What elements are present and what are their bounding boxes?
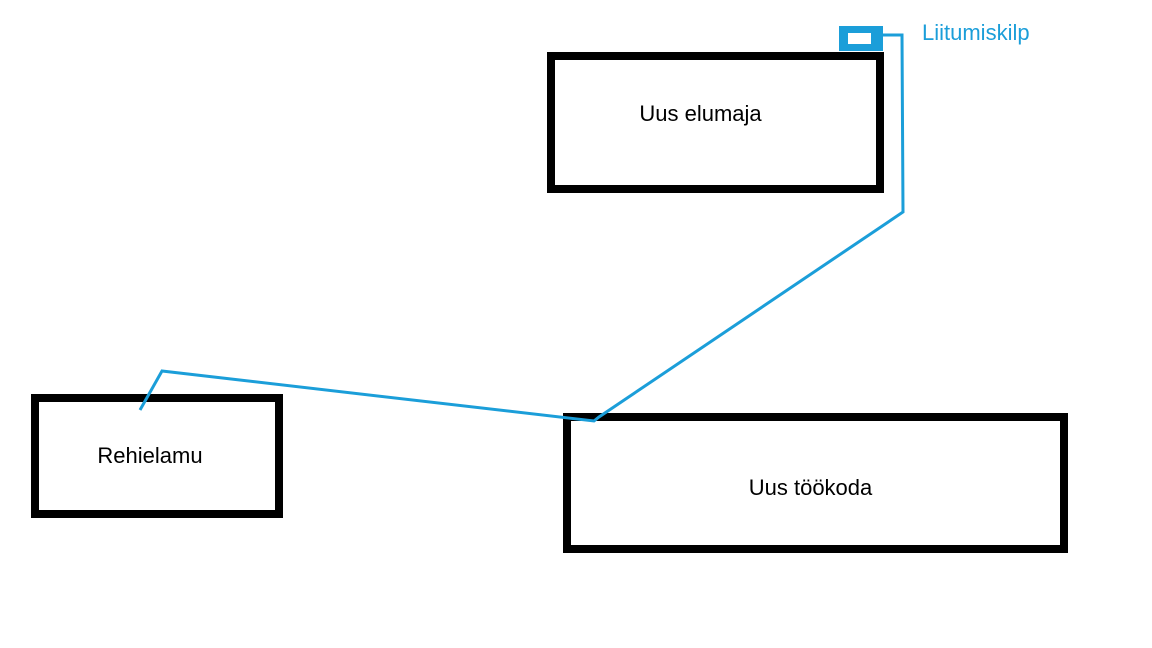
building-uus-tookoda-label: Uus töökoda bbox=[748, 475, 873, 500]
liitumiskilp-label: Liitumiskilp bbox=[922, 20, 1030, 45]
building-rehielamu-label: Rehielamu bbox=[97, 443, 203, 468]
liitumiskilp-symbol-slot bbox=[848, 33, 871, 44]
building-uus-elumaja-label: Uus elumaja bbox=[639, 100, 762, 126]
building-rehielamu: Rehielamu bbox=[31, 394, 283, 518]
building-uus-elumaja: Uus elumaja bbox=[547, 52, 884, 193]
building-uus-tookoda: Uus töökoda bbox=[563, 413, 1068, 553]
liitumiskilp-symbol-icon bbox=[839, 26, 883, 51]
